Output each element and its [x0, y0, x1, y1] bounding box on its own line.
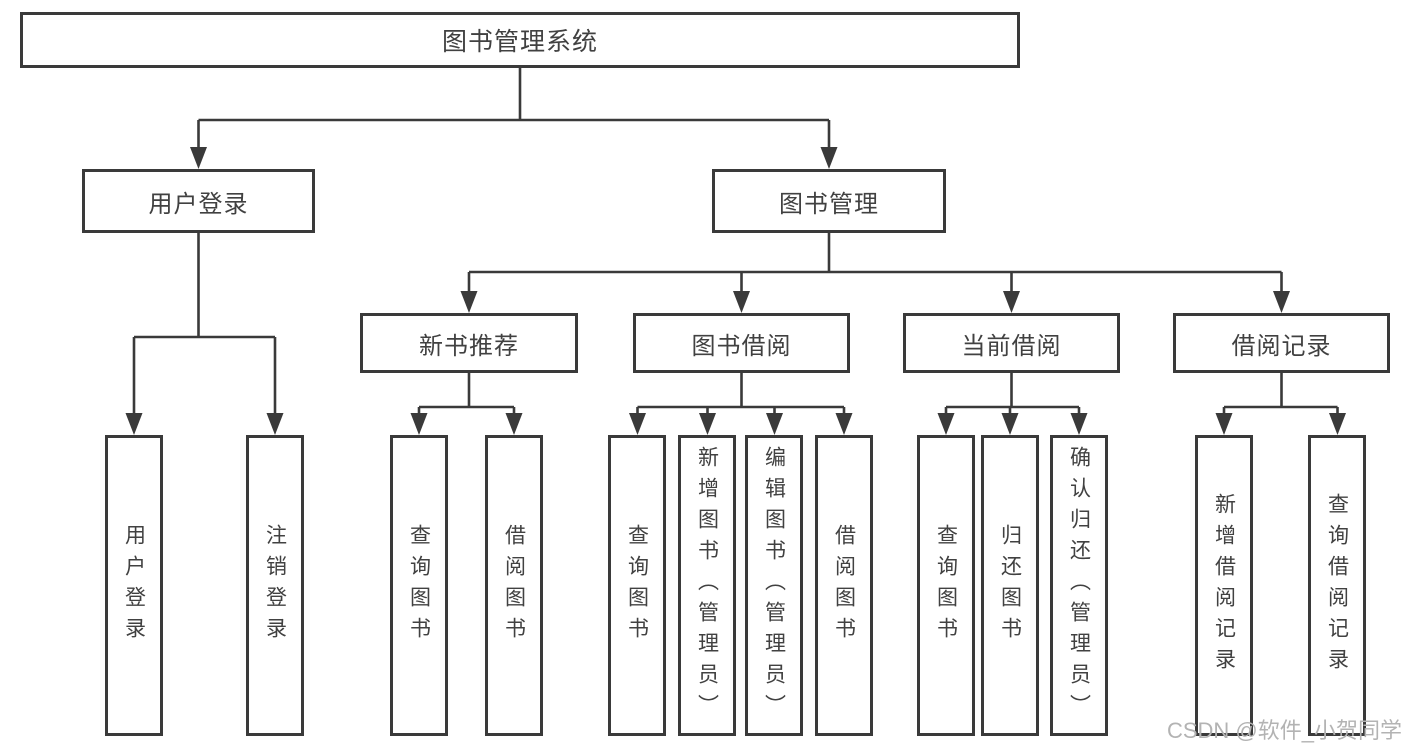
arrowhead — [460, 291, 478, 313]
arrowhead — [266, 413, 284, 435]
node-label: 编辑图书（管理员） — [762, 446, 786, 725]
node-leaf-query-books-rec: 查询图书 — [390, 435, 448, 736]
arrowhead — [937, 413, 955, 435]
node-leaf-confirm-return-admin: 确认归还（管理员） — [1050, 435, 1108, 736]
node-label: 图书借阅 — [691, 332, 792, 360]
node-label: 查询借阅记录 — [1325, 492, 1349, 679]
node-library-management-system: 图书管理系统 — [20, 12, 1020, 68]
connector-user-login-children — [125, 233, 284, 435]
node-current-borrowing: 当前借阅 — [903, 313, 1120, 373]
node-book-management: 图书管理 — [712, 169, 946, 233]
node-leaf-query-books-borrow: 查询图书 — [608, 435, 666, 736]
node-book-borrowing: 图书借阅 — [633, 313, 850, 373]
arrowhead — [629, 413, 646, 435]
arrowhead — [190, 147, 207, 169]
node-label: 借阅记录 — [1231, 332, 1332, 360]
node-leaf-query-borrow-record: 查询借阅记录 — [1308, 435, 1366, 736]
node-user-login: 用户登录 — [82, 169, 315, 233]
node-leaf-borrow-books-rec: 借阅图书 — [485, 435, 543, 736]
connector-book-mgmt-children — [460, 233, 1290, 313]
node-leaf-edit-books-admin: 编辑图书（管理员） — [745, 435, 803, 736]
node-label: 用户登录 — [148, 190, 249, 218]
connector-root-to-level2 — [190, 68, 838, 169]
arrowhead — [835, 413, 853, 435]
node-label: 借阅图书 — [832, 523, 856, 648]
node-leaf-borrow-books: 借阅图书 — [815, 435, 873, 736]
arrowhead — [1070, 413, 1088, 435]
node-leaf-user-login: 用户登录 — [105, 435, 163, 736]
arrowhead — [1215, 413, 1233, 435]
connector-book-borrow-children — [629, 373, 853, 435]
arrowhead — [820, 147, 838, 169]
connector-new-book-rec-children — [410, 373, 523, 435]
node-new-book-recommendation: 新书推荐 — [360, 313, 578, 373]
node-label: 查询图书 — [934, 523, 958, 648]
arrowhead — [766, 413, 783, 435]
node-label: 用户登录 — [122, 523, 146, 648]
node-leaf-add-books-admin: 新增图书（管理员） — [678, 435, 736, 736]
node-label: 注销登录 — [263, 523, 287, 648]
node-leaf-add-borrow-record: 新增借阅记录 — [1195, 435, 1253, 736]
node-label: 图书管理 — [779, 190, 879, 218]
arrowhead — [733, 291, 750, 313]
node-label: 图书管理系统 — [441, 28, 598, 56]
arrowhead — [1329, 413, 1346, 435]
connector-current-borrow-children — [937, 373, 1088, 435]
node-label: 确认归还（管理员） — [1067, 446, 1091, 725]
node-label: 当前借阅 — [961, 332, 1062, 360]
csdn-watermark: CSDN @软件_小贺同学 — [1166, 718, 1402, 743]
arrowhead — [1001, 413, 1019, 435]
arrowhead — [1003, 291, 1020, 313]
arrowhead — [505, 413, 523, 435]
arrowhead — [410, 413, 428, 435]
node-label: 新增图书（管理员） — [695, 446, 719, 725]
node-borrowing-records: 借阅记录 — [1173, 313, 1390, 373]
node-label: 借阅图书 — [502, 523, 526, 648]
arrowhead — [125, 413, 143, 435]
connector-borrow-records-children — [1215, 373, 1346, 435]
node-leaf-return-books: 归还图书 — [981, 435, 1039, 736]
node-label: 查询图书 — [407, 523, 431, 648]
node-leaf-query-books-current: 查询图书 — [917, 435, 975, 736]
arrowhead — [699, 413, 716, 435]
node-label: 新书推荐 — [419, 332, 519, 360]
node-leaf-logout: 注销登录 — [246, 435, 304, 736]
node-label: 归还图书 — [998, 523, 1022, 648]
node-label: 查询图书 — [625, 523, 649, 648]
arrowhead — [1273, 291, 1290, 313]
node-label: 新增借阅记录 — [1212, 492, 1236, 679]
